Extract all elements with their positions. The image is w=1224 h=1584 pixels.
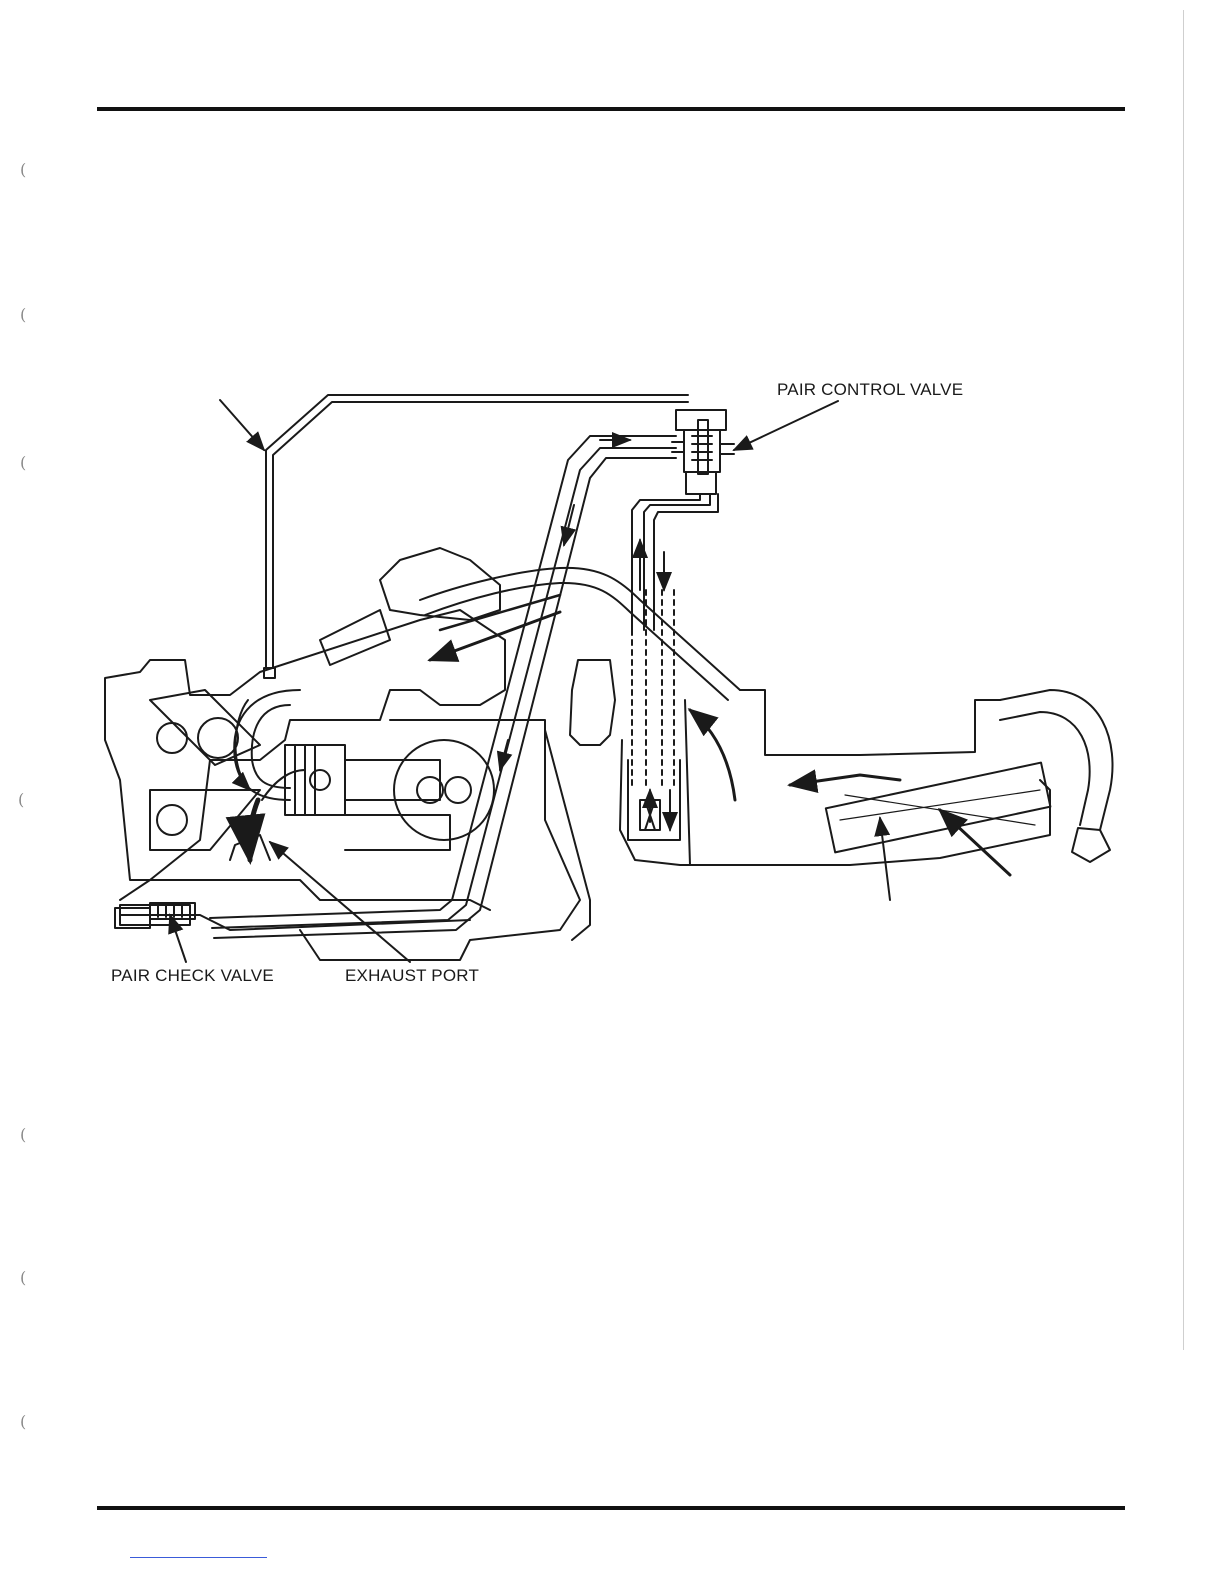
intake-flow-arrow [430, 612, 560, 660]
exhaust-port-label: EXHAUST PORT [345, 966, 479, 986]
pair-control-valve-label: PAIR CONTROL VALVE [777, 380, 963, 400]
leader-air-cleaner [880, 818, 890, 900]
flow-arrow [500, 740, 508, 770]
vacuum-tube-inner [273, 402, 688, 668]
air-pipe-inner [212, 448, 676, 928]
air-cleaner-housing [570, 660, 1050, 865]
link-underline [130, 1557, 267, 1558]
intake-tract [420, 568, 740, 690]
leader-vacuum-tube [220, 400, 264, 450]
leader-pair-control-valve [734, 401, 838, 450]
leader-pair-check-valve [170, 915, 186, 962]
intake-duct [1000, 690, 1113, 830]
exhaust-flow-arrow [249, 800, 258, 860]
valve-outlet-pipe [632, 494, 700, 630]
air-pipe [210, 436, 676, 918]
pair-check-valve-label: PAIR CHECK VALVE [111, 966, 274, 986]
air-flow-arrow [790, 775, 900, 785]
leader-exhaust-port [270, 842, 410, 962]
head-fin [320, 610, 390, 665]
pair-control-valve [672, 410, 734, 494]
air-flow-arrow [690, 710, 735, 800]
air-pipe-inner-2 [214, 458, 676, 938]
duct-fitting [1072, 828, 1110, 862]
piston [285, 745, 450, 850]
